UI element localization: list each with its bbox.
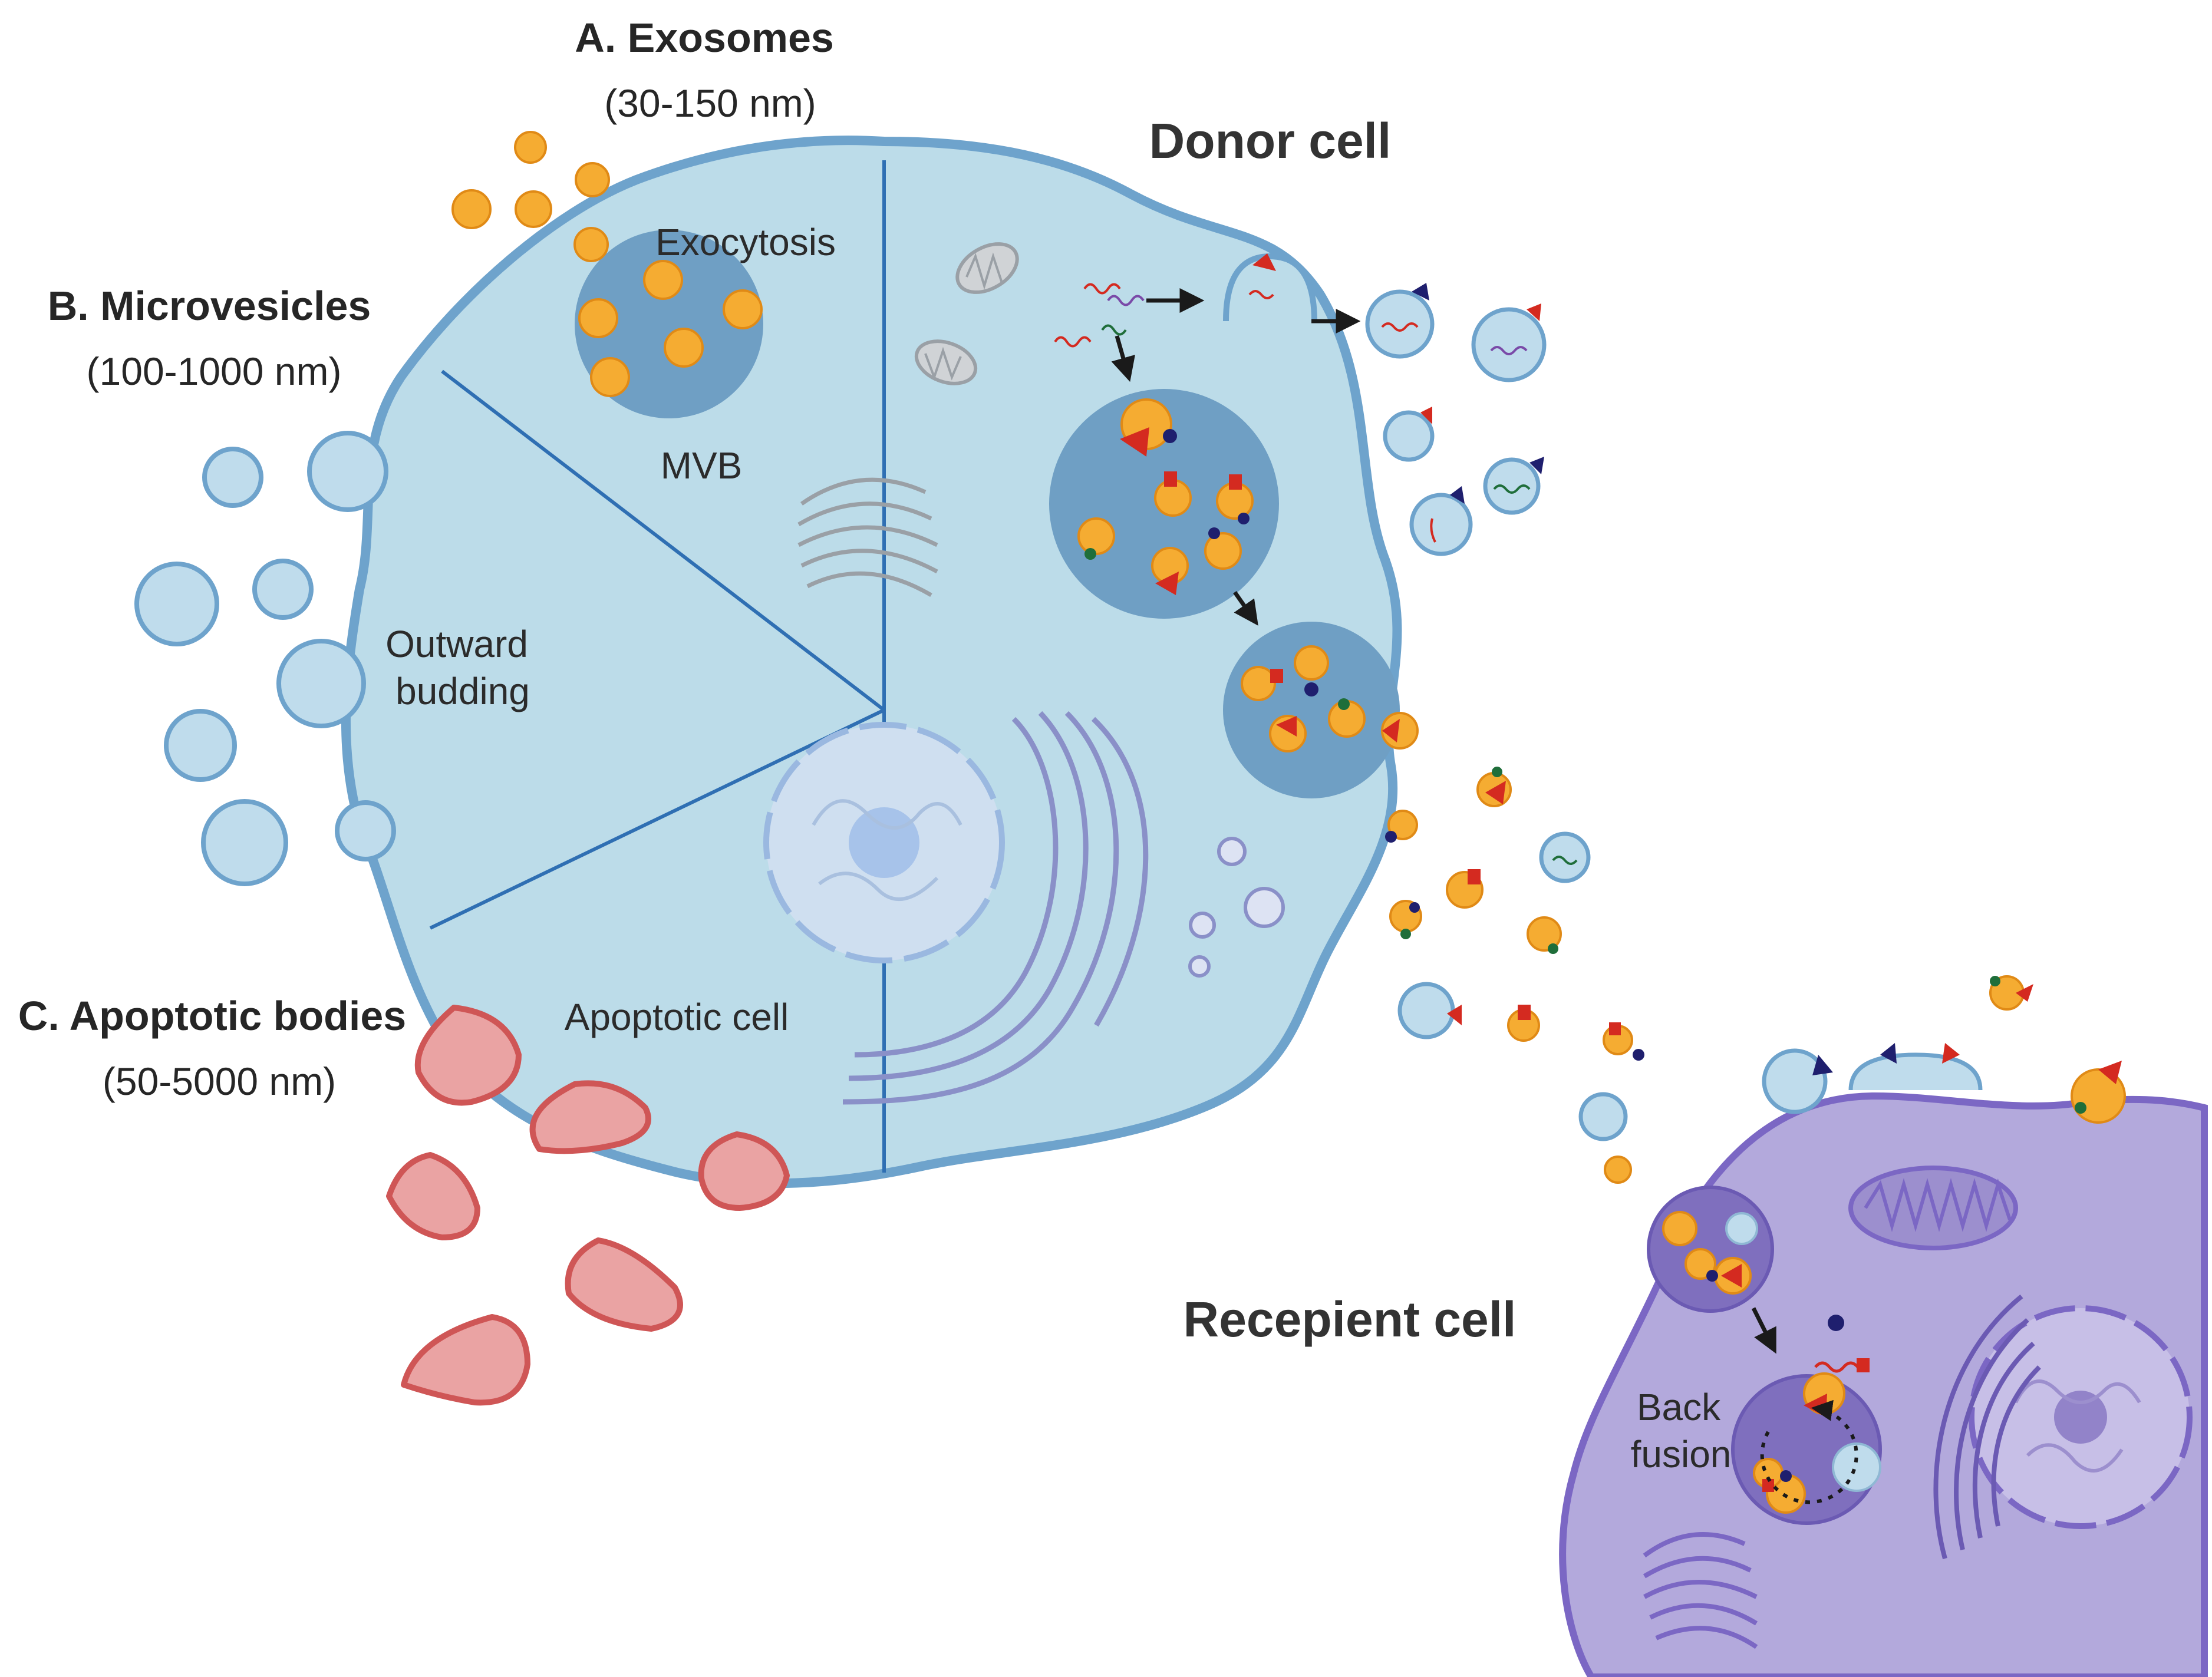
recipient-endosome: [1647, 1186, 1774, 1313]
label-donor-cell: Donor cell: [1149, 113, 1392, 169]
label-exosomes-size: (30-150 nm): [604, 81, 816, 125]
donor-small-vesicles: [1188, 837, 1285, 978]
label-mvb: MVB: [661, 444, 743, 487]
label-apoptotic-title: C. Apoptotic bodies: [18, 993, 406, 1039]
label-back: Back: [1637, 1386, 1721, 1428]
apoptotic-bodies: [386, 1005, 790, 1406]
arrow-endosome-to-mvb: [1751, 1307, 1776, 1354]
label-apoptotic-cell: Apoptotic cell: [565, 996, 789, 1038]
recipient-mitochondrion: [1848, 1166, 2018, 1250]
donor-cargo-rna: [1054, 283, 1145, 348]
label-fusion: fusion: [1631, 1433, 1732, 1475]
label-microvesicles-size: (100-1000 nm): [87, 349, 342, 393]
recipient-endoplasmic-reticulum: [1933, 1294, 2041, 1560]
donor-budding-vesicle: [1223, 253, 1317, 322]
recipient-cell: [1559, 1043, 2208, 1677]
label-budding: budding: [395, 670, 530, 712]
recipient-nucleus: [1969, 1305, 2193, 1529]
donor-golgi: [797, 477, 938, 597]
label-recipient-cell: Recepient cell: [1184, 1292, 1517, 1347]
released-exosomes: [451, 131, 610, 262]
donor-mvb-docking: [1223, 622, 1419, 798]
label-exosomes-title: A. Exosomes: [575, 15, 834, 61]
donor-nucleus: [763, 722, 1005, 963]
donor-mitochondria: [914, 242, 1019, 385]
donor-endoplasmic-reticulum: [842, 711, 1149, 1105]
label-outward: Outward: [385, 623, 528, 665]
label-apoptotic-size: (50-5000 nm): [103, 1059, 336, 1103]
label-microvesicles-title: B. Microvesicles: [48, 283, 371, 329]
exosome-mvb: [575, 230, 763, 418]
extracellular-vesicles: [1311, 283, 2033, 1184]
donor-cell-sections: [429, 160, 886, 1173]
released-cargo: [1814, 1315, 1870, 1373]
recipient-back-fusion-mvb: [1731, 1372, 1882, 1525]
donor-cell: [341, 136, 1419, 1189]
donor-internal-arrows: [1111, 288, 1258, 626]
membrane-fusion-vesicles: [1762, 1043, 2126, 1124]
donor-mvb-large: [1049, 389, 1279, 619]
recipient-golgi: [1643, 1532, 1758, 1649]
released-microvesicles: [134, 431, 396, 886]
label-exocytosis: Exocytosis: [655, 221, 836, 263]
